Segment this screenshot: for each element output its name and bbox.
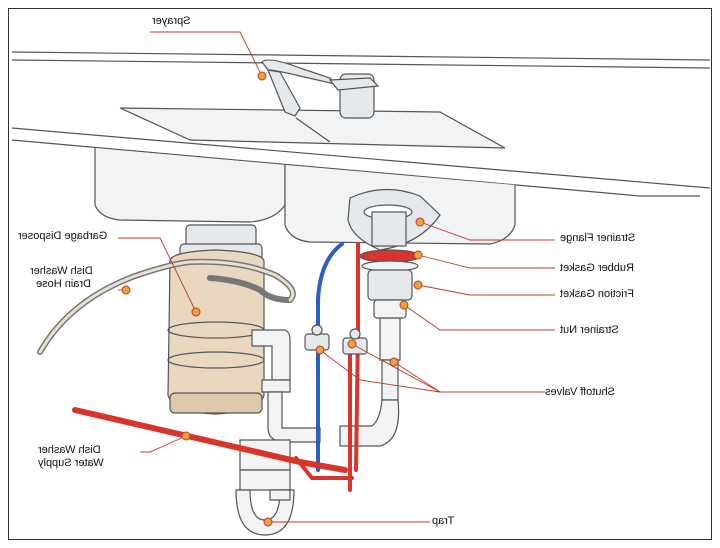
label-rubber-gasket: Rubber Gasket xyxy=(560,262,634,274)
countertop xyxy=(11,51,711,197)
label-dishwasher-water-supply-line1: Dish Washer xyxy=(38,444,101,456)
strainer-assembly xyxy=(347,188,441,319)
label-strainer-nut: Strainer Nut xyxy=(560,324,619,336)
sink-basin xyxy=(94,107,516,245)
label-trap: Trap xyxy=(432,515,455,527)
label-sprayer: Sprayer xyxy=(152,15,191,27)
shutoff-valve-shapes xyxy=(304,324,368,355)
label-dishwasher-water-supply-line2: Water Supply xyxy=(38,457,104,469)
label-strainer-flange: Strainer Flange xyxy=(560,232,636,244)
label-shutoff-valves: Shutoff Valves xyxy=(545,386,615,398)
label-dishwasher-drain-hose-line1: Dish Washer xyxy=(30,265,93,277)
disposer-outlet-pipe xyxy=(251,329,291,393)
leader-lines xyxy=(118,31,555,523)
label-dishwasher-drain-hose-line2: Drain Hose xyxy=(36,278,92,290)
label-friction-gasket: Friction Gasket xyxy=(560,288,634,300)
supply-lines xyxy=(72,242,360,492)
faucet xyxy=(261,59,380,119)
label-garbage-disposer: Garbage Disposer xyxy=(18,230,108,242)
marker-dots xyxy=(121,71,425,527)
garbage-disposer-body xyxy=(167,224,265,415)
